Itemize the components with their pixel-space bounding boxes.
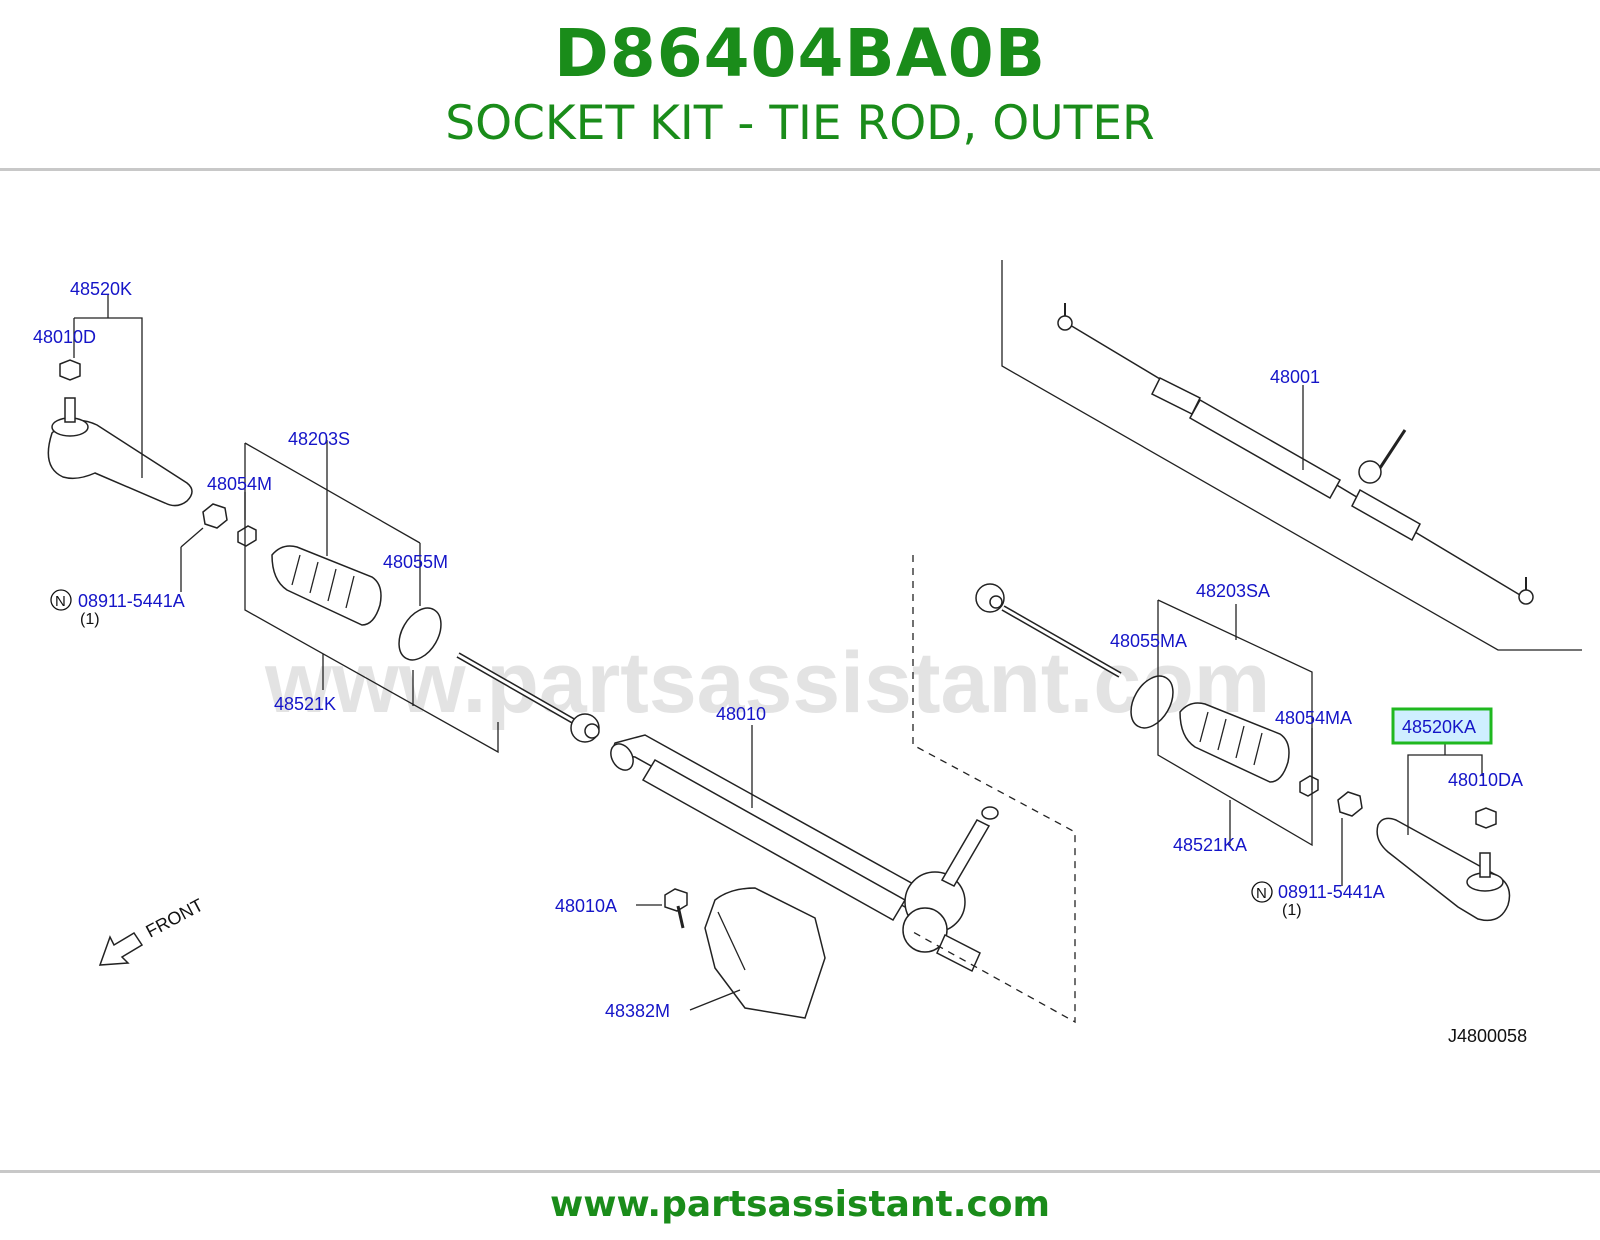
label-48001[interactable]: 48001 <box>1270 367 1320 387</box>
note-n-left: N <box>55 593 66 610</box>
label-08911-left[interactable]: 08911-5441A <box>78 591 185 611</box>
label-48010[interactable]: 48010 <box>716 704 766 724</box>
label-48382M[interactable]: 48382M <box>605 1001 670 1021</box>
label-48054MA[interactable]: 48054MA <box>1275 708 1352 728</box>
bolt-48010A <box>636 888 688 929</box>
qty-right: (1) <box>1282 902 1302 919</box>
diagram-code: J4800058 <box>1448 1026 1527 1046</box>
washer-right <box>1337 791 1363 817</box>
label-48055M[interactable]: 48055M <box>383 552 448 572</box>
label-48203S[interactable]: 48203S <box>288 429 350 449</box>
footer-url[interactable]: www.partsassistant.com <box>549 1184 1051 1225</box>
label-48054M[interactable]: 48054M <box>207 474 272 494</box>
clamp-48054MA <box>1299 775 1319 797</box>
part-description: SOCKET KIT - TIE ROD, OUTER <box>445 96 1155 151</box>
label-48521K[interactable]: 48521K <box>274 694 336 714</box>
band-48055M <box>398 607 442 661</box>
label-48010D[interactable]: 48010D <box>33 327 96 347</box>
footer-divider <box>0 1170 1600 1173</box>
header-divider <box>0 168 1600 171</box>
boot-48203SA <box>1179 702 1290 783</box>
note-n-right: N <box>1256 885 1267 902</box>
front-label: FRONT <box>142 895 206 942</box>
part-number-title: D86404BA0B <box>553 15 1046 92</box>
assembly-overview-48001 <box>1001 260 1582 651</box>
cover-48382M <box>689 887 826 1019</box>
label-48010DA[interactable]: 48010DA <box>1448 770 1523 790</box>
clamp-48054M <box>237 525 257 547</box>
note-n-icon-left <box>50 589 72 611</box>
highlight-box-48520KA <box>1391 707 1493 745</box>
label-48055MA[interactable]: 48055MA <box>1110 631 1187 651</box>
qty-left: (1) <box>80 611 100 628</box>
washer-left <box>202 503 228 529</box>
boot-48203S <box>271 545 382 626</box>
label-48203SA[interactable]: 48203SA <box>1196 581 1270 601</box>
label-48521KA[interactable]: 48521KA <box>1173 835 1247 855</box>
label-08911-right[interactable]: 08911-5441A <box>1278 882 1385 902</box>
tie-rod-end-right <box>1376 807 1511 922</box>
note-n-icon-right <box>1251 881 1273 903</box>
steering-rack-48010 <box>610 725 999 973</box>
tie-rod-end-left <box>47 359 193 507</box>
inner-rod-right <box>975 583 1122 678</box>
band-48055MA <box>1130 675 1174 729</box>
inner-rod-left <box>456 652 600 743</box>
label-48010A[interactable]: 48010A <box>555 896 617 916</box>
label-48520KA[interactable]: 48520KA <box>1402 717 1476 737</box>
page-header: D86404BA0B SOCKET KIT - TIE ROD, OUTER <box>0 0 1600 170</box>
label-48520K[interactable]: 48520K <box>70 279 132 299</box>
front-arrow-icon <box>98 931 144 966</box>
